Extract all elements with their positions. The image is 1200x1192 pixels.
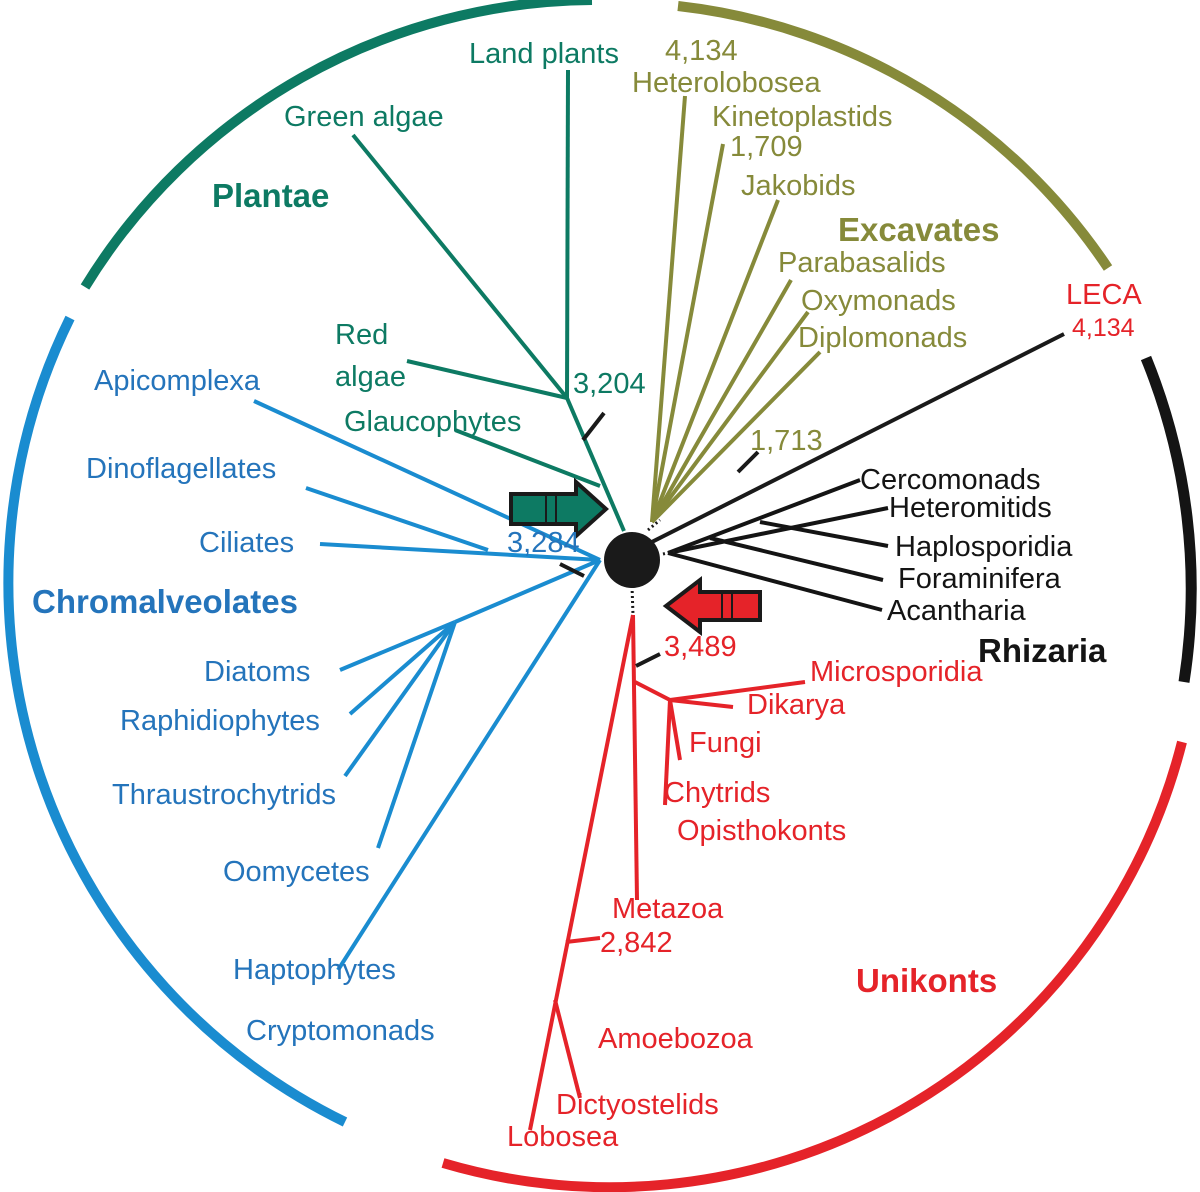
leca-count: 4,134 xyxy=(1072,314,1135,342)
unikonts-node-count: 3,489 xyxy=(664,631,737,663)
unikonts-arc xyxy=(441,740,1187,1192)
excavates-count-top: 4,134 xyxy=(665,35,738,67)
taxon-apicomplexa: Apicomplexa xyxy=(94,365,261,397)
green-arrow-icon xyxy=(509,477,609,541)
taxon-fungi: Fungi xyxy=(689,727,762,759)
taxon-haptophytes: Haptophytes xyxy=(233,954,396,986)
red-arrow-icon xyxy=(662,575,762,637)
excavates-arc xyxy=(677,1,1113,271)
group-label-rhizaria: Rhizaria xyxy=(978,632,1107,669)
plantae-node-count: 3,204 xyxy=(573,368,646,400)
group-label-chromalveolates: Chromalveolates xyxy=(32,583,298,620)
root-node xyxy=(604,532,660,588)
taxon-amoebozoa: Amoebozoa xyxy=(598,1023,754,1055)
taxon-lobosea: Lobosea xyxy=(507,1121,619,1153)
excavates-node-pointer xyxy=(736,450,760,474)
taxon-kinetoplastids: Kinetoplastids xyxy=(712,101,893,133)
group-label-excavates: Excavates xyxy=(838,211,999,248)
excavates-branches xyxy=(650,95,822,524)
taxon-oomycetes: Oomycetes xyxy=(223,856,370,888)
taxon-haplosporidia: Haplosporidia xyxy=(895,531,1073,563)
taxon-parabasalids: Parabasalids xyxy=(778,247,946,279)
taxon-cercomonads: Cercomonads xyxy=(860,464,1041,496)
plantae-branches xyxy=(351,69,626,532)
unikonts-node-pointer xyxy=(635,652,661,668)
taxon-red-algae-line2: algae xyxy=(335,361,406,393)
taxon-ciliates: Ciliates xyxy=(199,527,294,559)
group-label-unikonts: Unikonts xyxy=(856,962,997,999)
chromalveolates-arc xyxy=(3,315,348,1127)
group-label-plantae: Plantae xyxy=(212,177,329,214)
taxon-chytrids: Chytrids xyxy=(664,777,770,809)
rhizaria-branches xyxy=(667,478,889,612)
taxon-land-plants: Land plants xyxy=(469,38,619,70)
unikonts-branches xyxy=(528,614,806,1131)
taxon-opisthokonts: Opisthokonts xyxy=(677,815,846,847)
taxon-jakobids: Jakobids xyxy=(741,170,855,202)
taxon-oxymonads: Oxymonads xyxy=(801,285,956,317)
taxon-acantharia: Acantharia xyxy=(887,595,1027,627)
taxon-glaucophytes: Glaucophytes xyxy=(344,406,521,438)
leca-branch xyxy=(631,332,1065,554)
taxon-heterolobosea: Heterolobosea xyxy=(632,67,821,99)
taxon-dictyostelids: Dictyostelids xyxy=(556,1089,719,1121)
excavates-count-kineto: 1,709 xyxy=(730,131,803,163)
metazoa-node-count: 2,842 xyxy=(600,927,673,959)
chromalveolates-node-count: 3,284 xyxy=(507,527,580,559)
plantae-node-pointer xyxy=(581,411,606,442)
taxon-diplomonads: Diplomonads xyxy=(798,322,967,354)
taxon-cryptomonads: Cryptomonads xyxy=(246,1015,435,1047)
taxon-metazoa: Metazoa xyxy=(612,893,724,925)
chromalveolates-branches xyxy=(253,399,602,972)
rhizaria-arc xyxy=(1140,355,1197,683)
taxon-foraminifera: Foraminifera xyxy=(898,563,1062,595)
plantae-arc xyxy=(80,0,593,290)
taxon-raphidiophytes: Raphidiophytes xyxy=(120,705,320,737)
chromalveolates-node-pointer xyxy=(559,562,585,578)
taxon-green-algae: Green algae xyxy=(284,101,444,133)
taxon-heteromitids: Heteromitids xyxy=(889,492,1052,524)
taxon-microsporidia: Microsporidia xyxy=(810,656,983,688)
taxon-diatoms: Diatoms xyxy=(204,656,310,688)
taxon-thraustrochytrids: Thraustrochytrids xyxy=(112,779,336,811)
taxon-dinoflagellates: Dinoflagellates xyxy=(86,453,276,485)
leca-label: LECA xyxy=(1066,279,1142,311)
taxon-red-algae-line1: Red xyxy=(335,319,388,351)
excavates-node-count: 1,713 xyxy=(750,425,823,457)
taxon-dikarya: Dikarya xyxy=(747,689,846,721)
